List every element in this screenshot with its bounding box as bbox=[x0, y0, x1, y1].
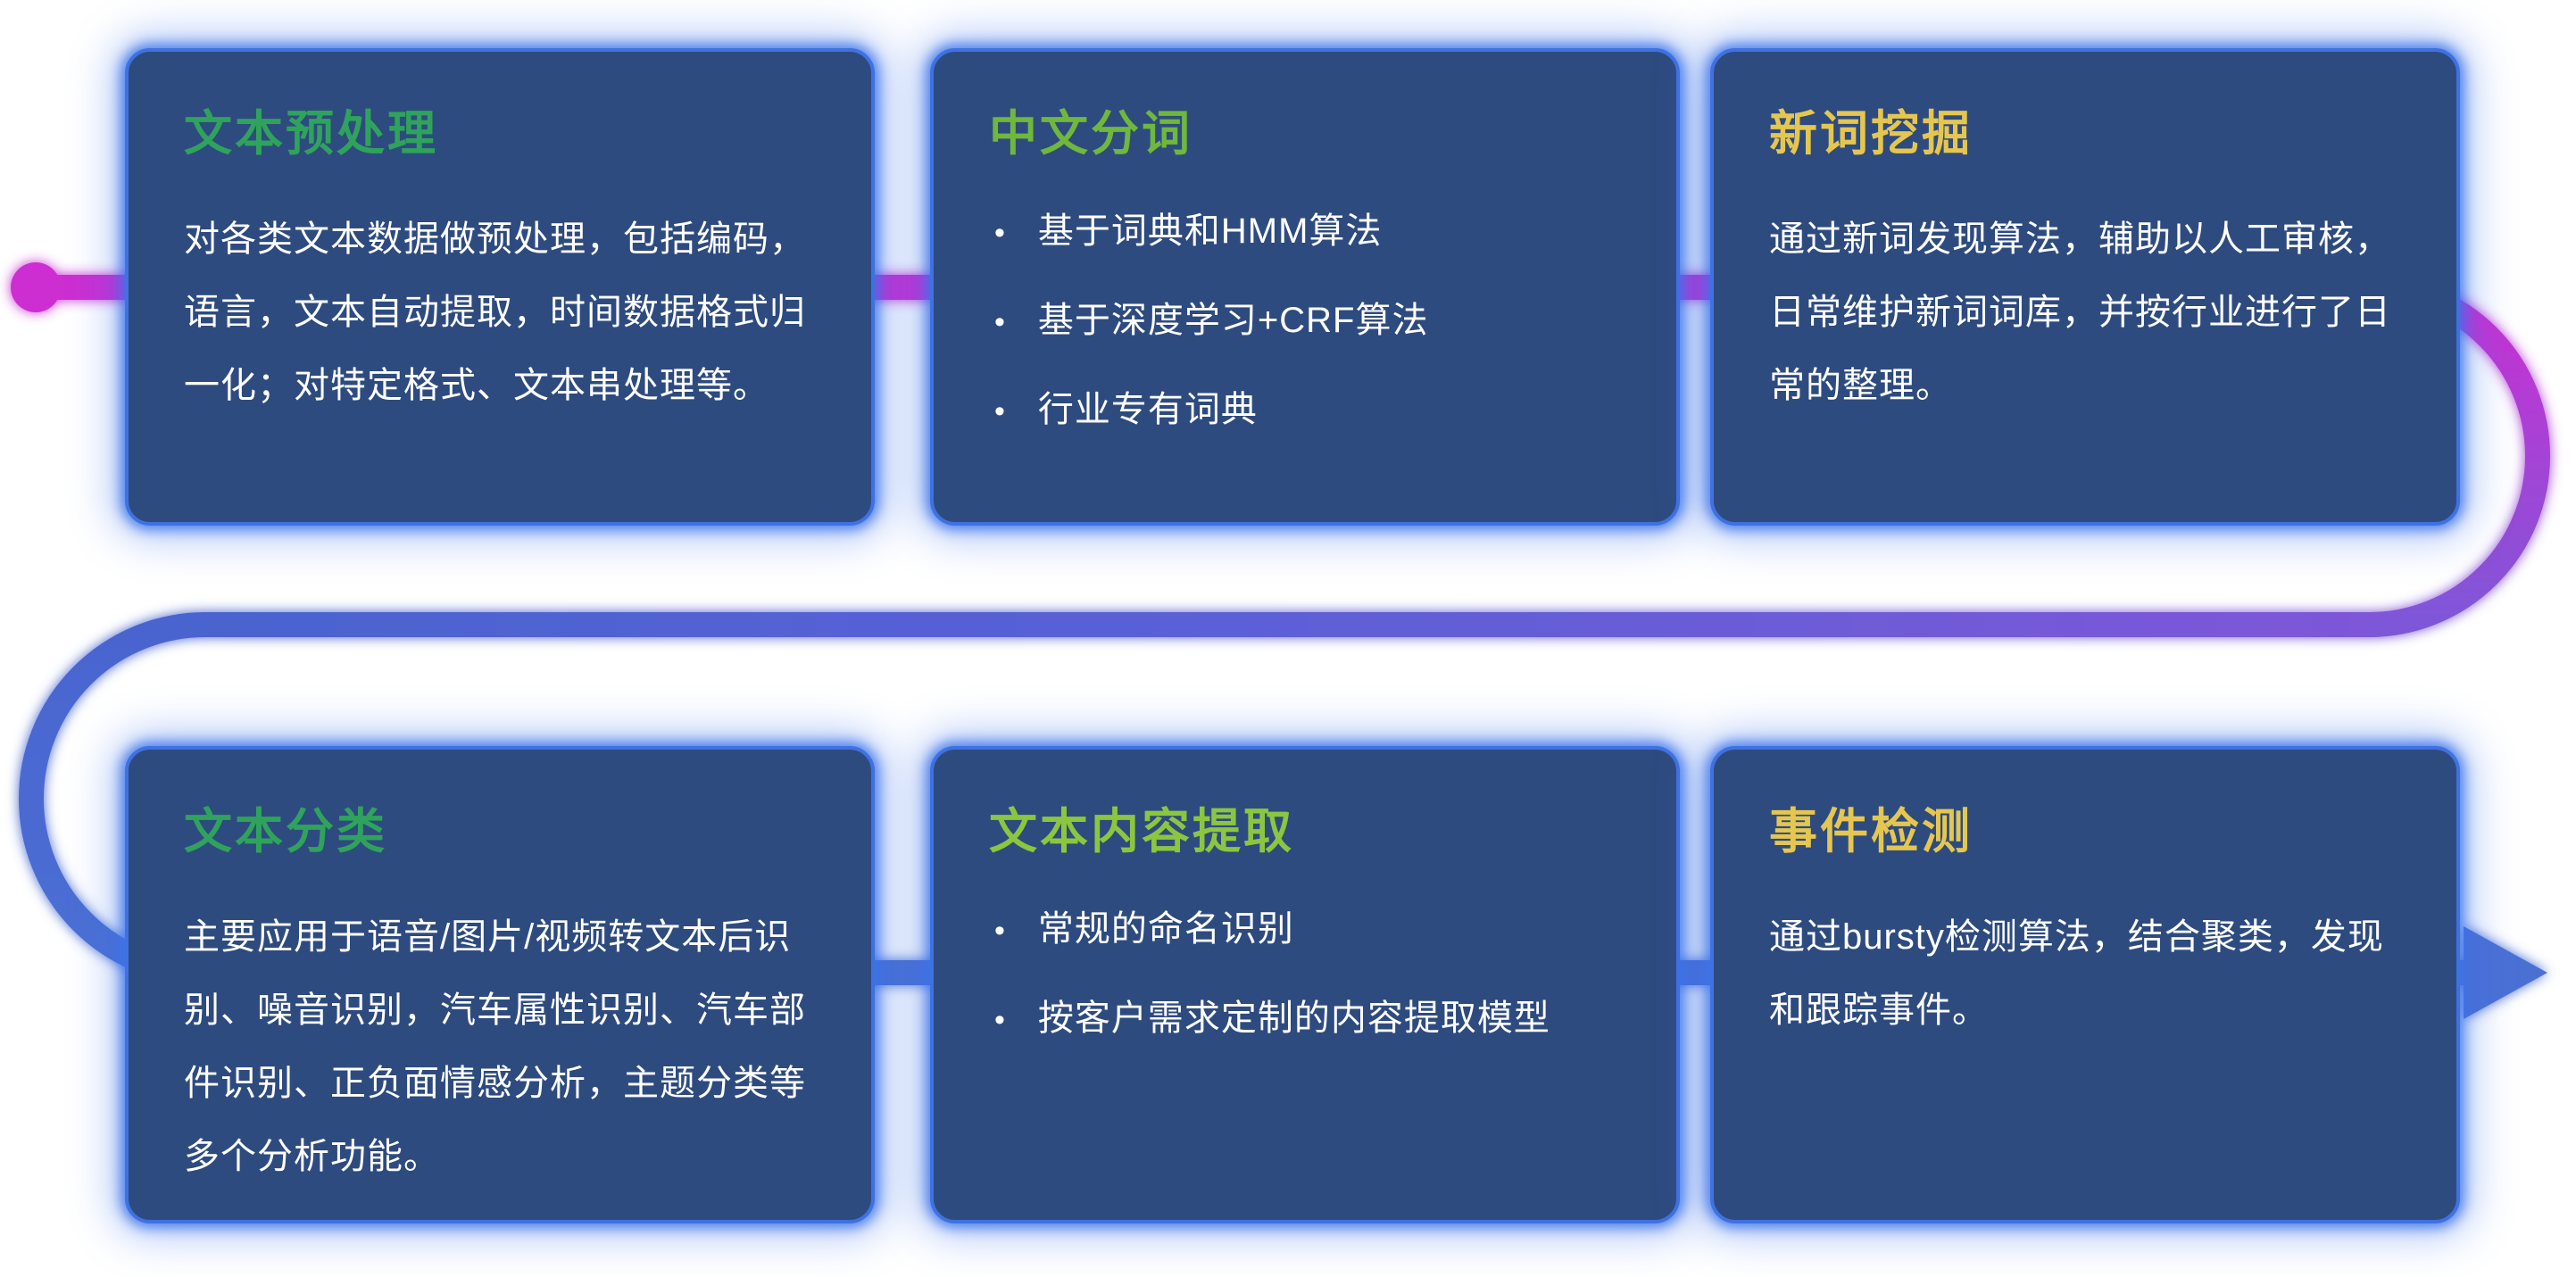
bullet-item: • 基于深度学习+CRF算法 bbox=[989, 292, 1621, 349]
card-title: 文本内容提取 bbox=[989, 805, 1294, 858]
bullet-list: • 基于词典和HMM算法 • 基于深度学习+CRF算法 • 行业专有词典 bbox=[989, 203, 1621, 438]
card-text-preprocessing: 文本预处理 对各类文本数据做预处理，包括编码，语言，文本自动提取，时间数据格式归… bbox=[125, 48, 875, 526]
bullet-item: • 行业专有词典 bbox=[989, 381, 1621, 438]
bullet-icon: • bbox=[994, 304, 1006, 339]
bullet-text: 基于词典和HMM算法 bbox=[1037, 211, 1383, 251]
card-chinese-word-segmentation: 中文分词 • 基于词典和HMM算法 • 基于深度学习+CRF算法 • 行业专有词… bbox=[930, 48, 1680, 526]
bullet-icon: • bbox=[994, 215, 1006, 250]
bullet-text: 基于深度学习+CRF算法 bbox=[1037, 300, 1429, 340]
bullet-list: • 常规的命名识别 • 按客户需求定制的内容提取模型 bbox=[989, 900, 1621, 1047]
bullet-item: • 基于词典和HMM算法 bbox=[989, 203, 1621, 260]
card-title: 文本预处理 bbox=[184, 107, 438, 161]
card-text-content-extraction: 文本内容提取 • 常规的命名识别 • 按客户需求定制的内容提取模型 bbox=[930, 746, 1680, 1223]
bullet-text: 行业专有词典 bbox=[1037, 389, 1258, 429]
bullet-icon: • bbox=[994, 1002, 1006, 1037]
card-body: 通过bursty检测算法，结合聚类，发现和跟踪事件。 bbox=[1769, 916, 2384, 1030]
card-body: 通过新词发现算法，辅助以人工审核，日常维护新词词库，并按行业进行了日常的整理。 bbox=[1769, 219, 2391, 405]
card-title: 中文分词 bbox=[989, 107, 1192, 161]
bullet-text: 常规的命名识别 bbox=[1037, 908, 1294, 949]
card-event-detection: 事件检测 通过bursty检测算法，结合聚类，发现和跟踪事件。 bbox=[1710, 746, 2460, 1223]
bullet-item: • 常规的命名识别 bbox=[989, 900, 1621, 958]
bullet-text: 按客户需求定制的内容提取模型 bbox=[1037, 998, 1550, 1038]
card-body: 主要应用于语音/图片/视频转文本后识别、噪音识别，汽车属性识别、汽车部件识别、正… bbox=[184, 916, 806, 1176]
card-body: 对各类文本数据做预处理，包括编码，语言，文本自动提取，时间数据格式归一化；对特定… bbox=[184, 219, 806, 405]
card-text-classification: 文本分类 主要应用于语音/图片/视频转文本后识别、噪音识别，汽车属性识别、汽车部… bbox=[125, 746, 875, 1223]
card-title: 事件检测 bbox=[1769, 805, 1973, 858]
card-title: 新词挖掘 bbox=[1769, 107, 1973, 161]
bullet-icon: • bbox=[994, 913, 1006, 948]
flow-end-arrow-icon bbox=[2464, 926, 2547, 1019]
bullet-icon: • bbox=[994, 394, 1006, 428]
card-new-word-mining: 新词挖掘 通过新词发现算法，辅助以人工审核，日常维护新词词库，并按行业进行了日常… bbox=[1710, 48, 2460, 526]
card-title: 文本分类 bbox=[184, 805, 387, 858]
flow-start-dot bbox=[11, 262, 61, 312]
flow-curve-left bbox=[19, 612, 206, 985]
bullet-item: • 按客户需求定制的内容提取模型 bbox=[989, 990, 1621, 1047]
